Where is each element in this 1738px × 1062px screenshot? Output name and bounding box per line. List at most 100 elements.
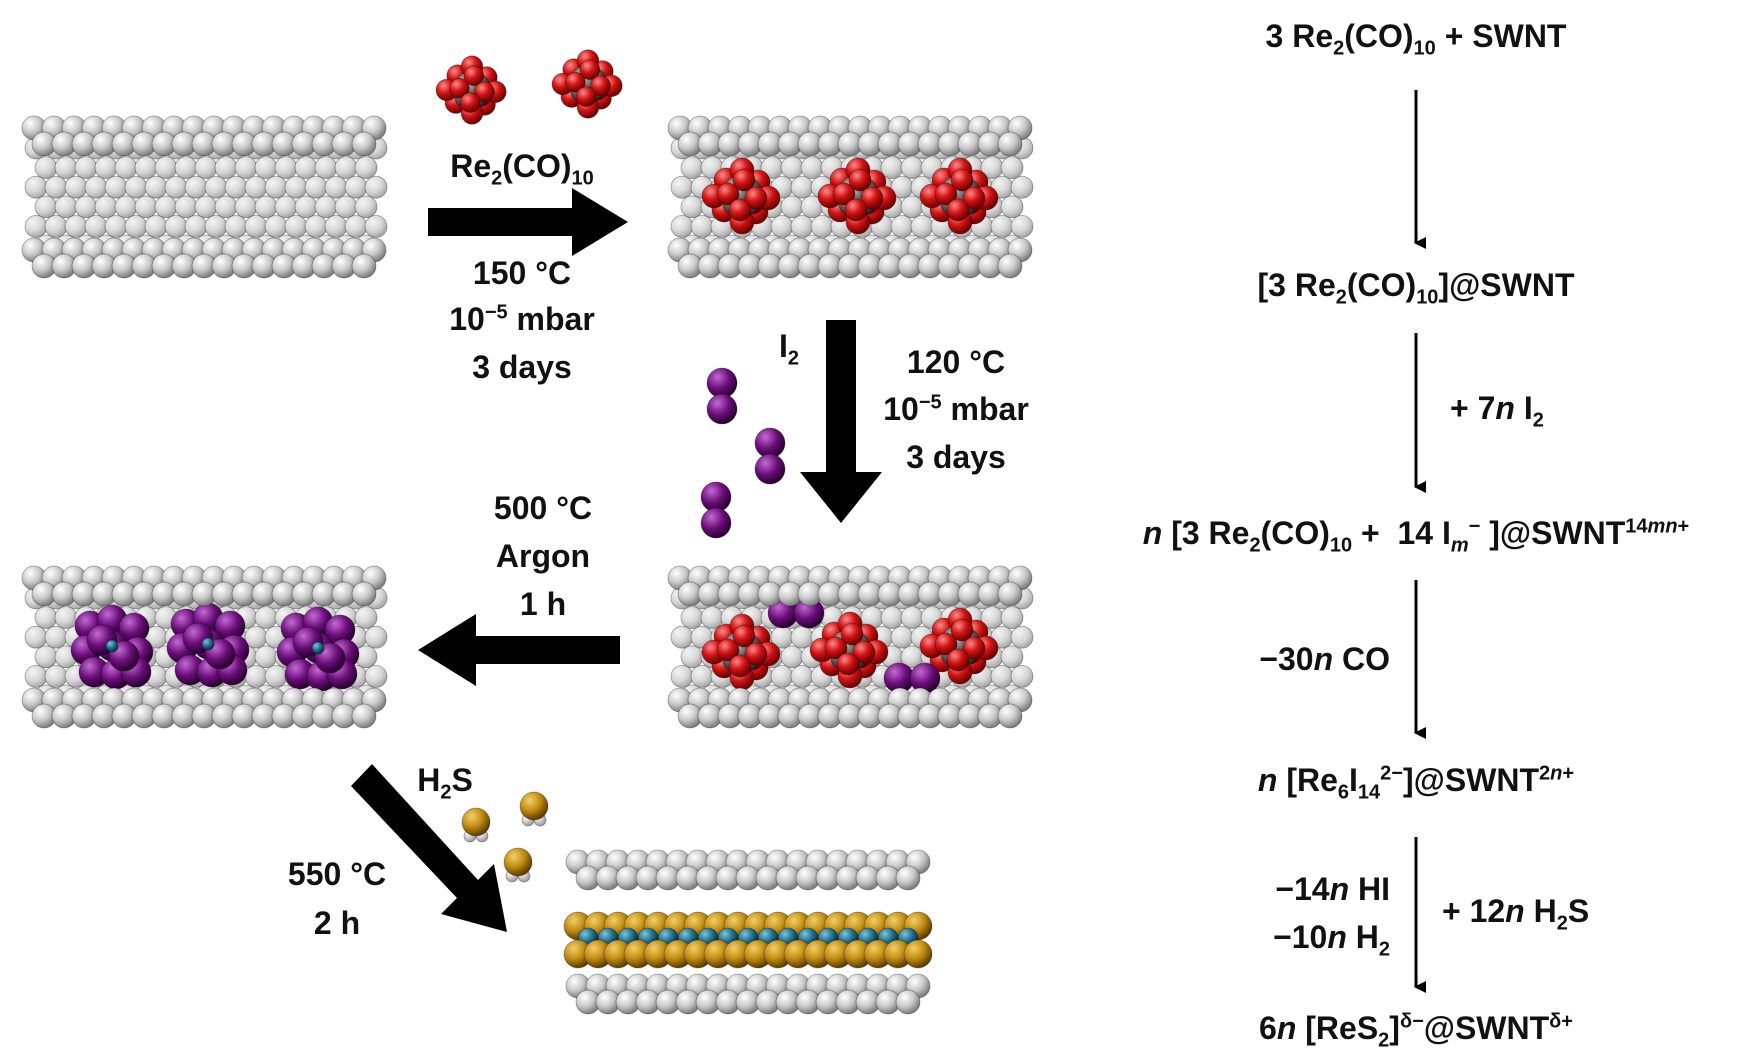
step1-time: 3 days xyxy=(472,349,572,385)
carbon-atom xyxy=(780,156,804,180)
rhenium-atom xyxy=(201,637,215,651)
oxygen-atom xyxy=(579,59,601,80)
oxygen-atom xyxy=(860,186,884,210)
iodine-atom xyxy=(700,481,732,513)
carbon-atom xyxy=(364,214,388,238)
sulfur-atom xyxy=(461,807,491,837)
oxygen-atom xyxy=(946,198,970,222)
carbon-atom xyxy=(880,606,904,629)
carbon-atom xyxy=(354,195,378,219)
carbon-atom xyxy=(244,175,268,199)
swnt-with-re6i14-clusters xyxy=(21,565,388,729)
carbon-atom xyxy=(104,175,128,199)
carbon-atom xyxy=(351,131,377,157)
carbon-atom xyxy=(94,156,118,180)
oxygen-atom xyxy=(946,648,970,672)
carbon-atom xyxy=(304,214,328,238)
carbon-atom xyxy=(790,625,814,649)
carbon-atom xyxy=(34,156,58,180)
carbon-atom xyxy=(770,665,794,688)
carbon-atom xyxy=(344,214,368,238)
carbon-atom xyxy=(1010,175,1034,199)
carbon-atom xyxy=(314,195,338,219)
carbon-atom xyxy=(124,175,148,199)
carbon-atom xyxy=(910,214,934,238)
carbon-atom xyxy=(670,625,694,649)
carbon-atom xyxy=(34,606,58,629)
carbon-atom xyxy=(990,214,1014,238)
oxygen-atom xyxy=(716,638,740,662)
carbon-atom xyxy=(44,214,68,238)
oxygen-atom xyxy=(575,86,597,107)
carbon-atom xyxy=(264,175,288,199)
oxygen-atom xyxy=(840,622,864,646)
oxygen-atom xyxy=(449,77,470,99)
carbon-atom xyxy=(997,253,1023,279)
carbon-atom xyxy=(895,865,921,891)
carbon-atom xyxy=(1010,665,1034,688)
carbon-atom xyxy=(364,665,388,688)
carbon-atom xyxy=(264,665,288,688)
carbon-atom xyxy=(54,195,78,219)
step2-time: 3 days xyxy=(906,439,1006,475)
swnt-with-res2-nanoribbon xyxy=(563,849,933,1015)
step3-time: 1 h xyxy=(519,586,567,622)
carbon-atom xyxy=(354,606,378,629)
carbon-atom xyxy=(164,175,188,199)
carbon-atom xyxy=(680,606,704,629)
carbon-atom xyxy=(997,703,1023,729)
carbon-atom xyxy=(54,606,78,629)
carbon-atom xyxy=(344,175,368,199)
carbon-atom xyxy=(274,156,298,180)
carbon-atom xyxy=(114,195,138,219)
oxygen-atom xyxy=(848,168,872,192)
carbon-atom xyxy=(234,195,258,219)
carbon-atom xyxy=(997,131,1023,157)
swnt-with-re2co10 xyxy=(667,115,1034,279)
carbon-atom xyxy=(254,606,278,629)
carbon-atom xyxy=(770,214,794,238)
oxygen-atom xyxy=(565,71,586,93)
scheme-arrow2-label: + 7n I2 xyxy=(1450,390,1544,432)
carbon-atom xyxy=(154,156,178,180)
carbon-atom xyxy=(900,156,924,180)
free-iodine-molecules xyxy=(700,367,786,539)
carbon-atom xyxy=(990,665,1014,688)
arrow-step3 xyxy=(418,614,620,686)
oxygen-atom xyxy=(459,92,481,113)
carbon-atom xyxy=(204,214,228,238)
carbon-atom xyxy=(124,214,148,238)
free-h2s-molecules xyxy=(461,791,549,883)
carbon-atom xyxy=(304,175,328,199)
carbon-atom xyxy=(254,195,278,219)
carbon-atom xyxy=(700,606,724,629)
carbon-atom xyxy=(351,703,377,729)
carbon-atom xyxy=(670,214,694,238)
step4-temperature: 550 °C xyxy=(287,856,387,892)
carbon-atom xyxy=(1000,195,1024,219)
scheme-eq2: [3 Re2(CO)10]@SWNT xyxy=(1257,267,1575,309)
carbon-atom xyxy=(364,625,388,649)
step1-pressure: 10−5 mbar xyxy=(449,301,595,337)
carbon-atom xyxy=(900,606,924,629)
step2-reagent: I2 xyxy=(778,328,800,370)
carbon-atom xyxy=(34,195,58,219)
oxygen-atom xyxy=(744,186,768,210)
arrow-step4 xyxy=(351,764,507,932)
carbon-atom xyxy=(670,665,694,688)
carbon-atom xyxy=(104,214,128,238)
sulfur-atom xyxy=(903,939,933,969)
carbon-atom xyxy=(94,195,118,219)
carbon-atom xyxy=(354,156,378,180)
carbon-atom xyxy=(84,214,108,238)
oxygen-atom xyxy=(732,624,756,648)
carbon-atom xyxy=(234,156,258,180)
carbon-atom xyxy=(800,156,824,180)
carbon-atom xyxy=(64,175,88,199)
carbon-atom xyxy=(284,214,308,238)
carbon-atom xyxy=(1000,156,1024,180)
rhenium-atom xyxy=(105,639,119,653)
carbon-atom xyxy=(74,195,98,219)
carbon-atom xyxy=(134,195,158,219)
